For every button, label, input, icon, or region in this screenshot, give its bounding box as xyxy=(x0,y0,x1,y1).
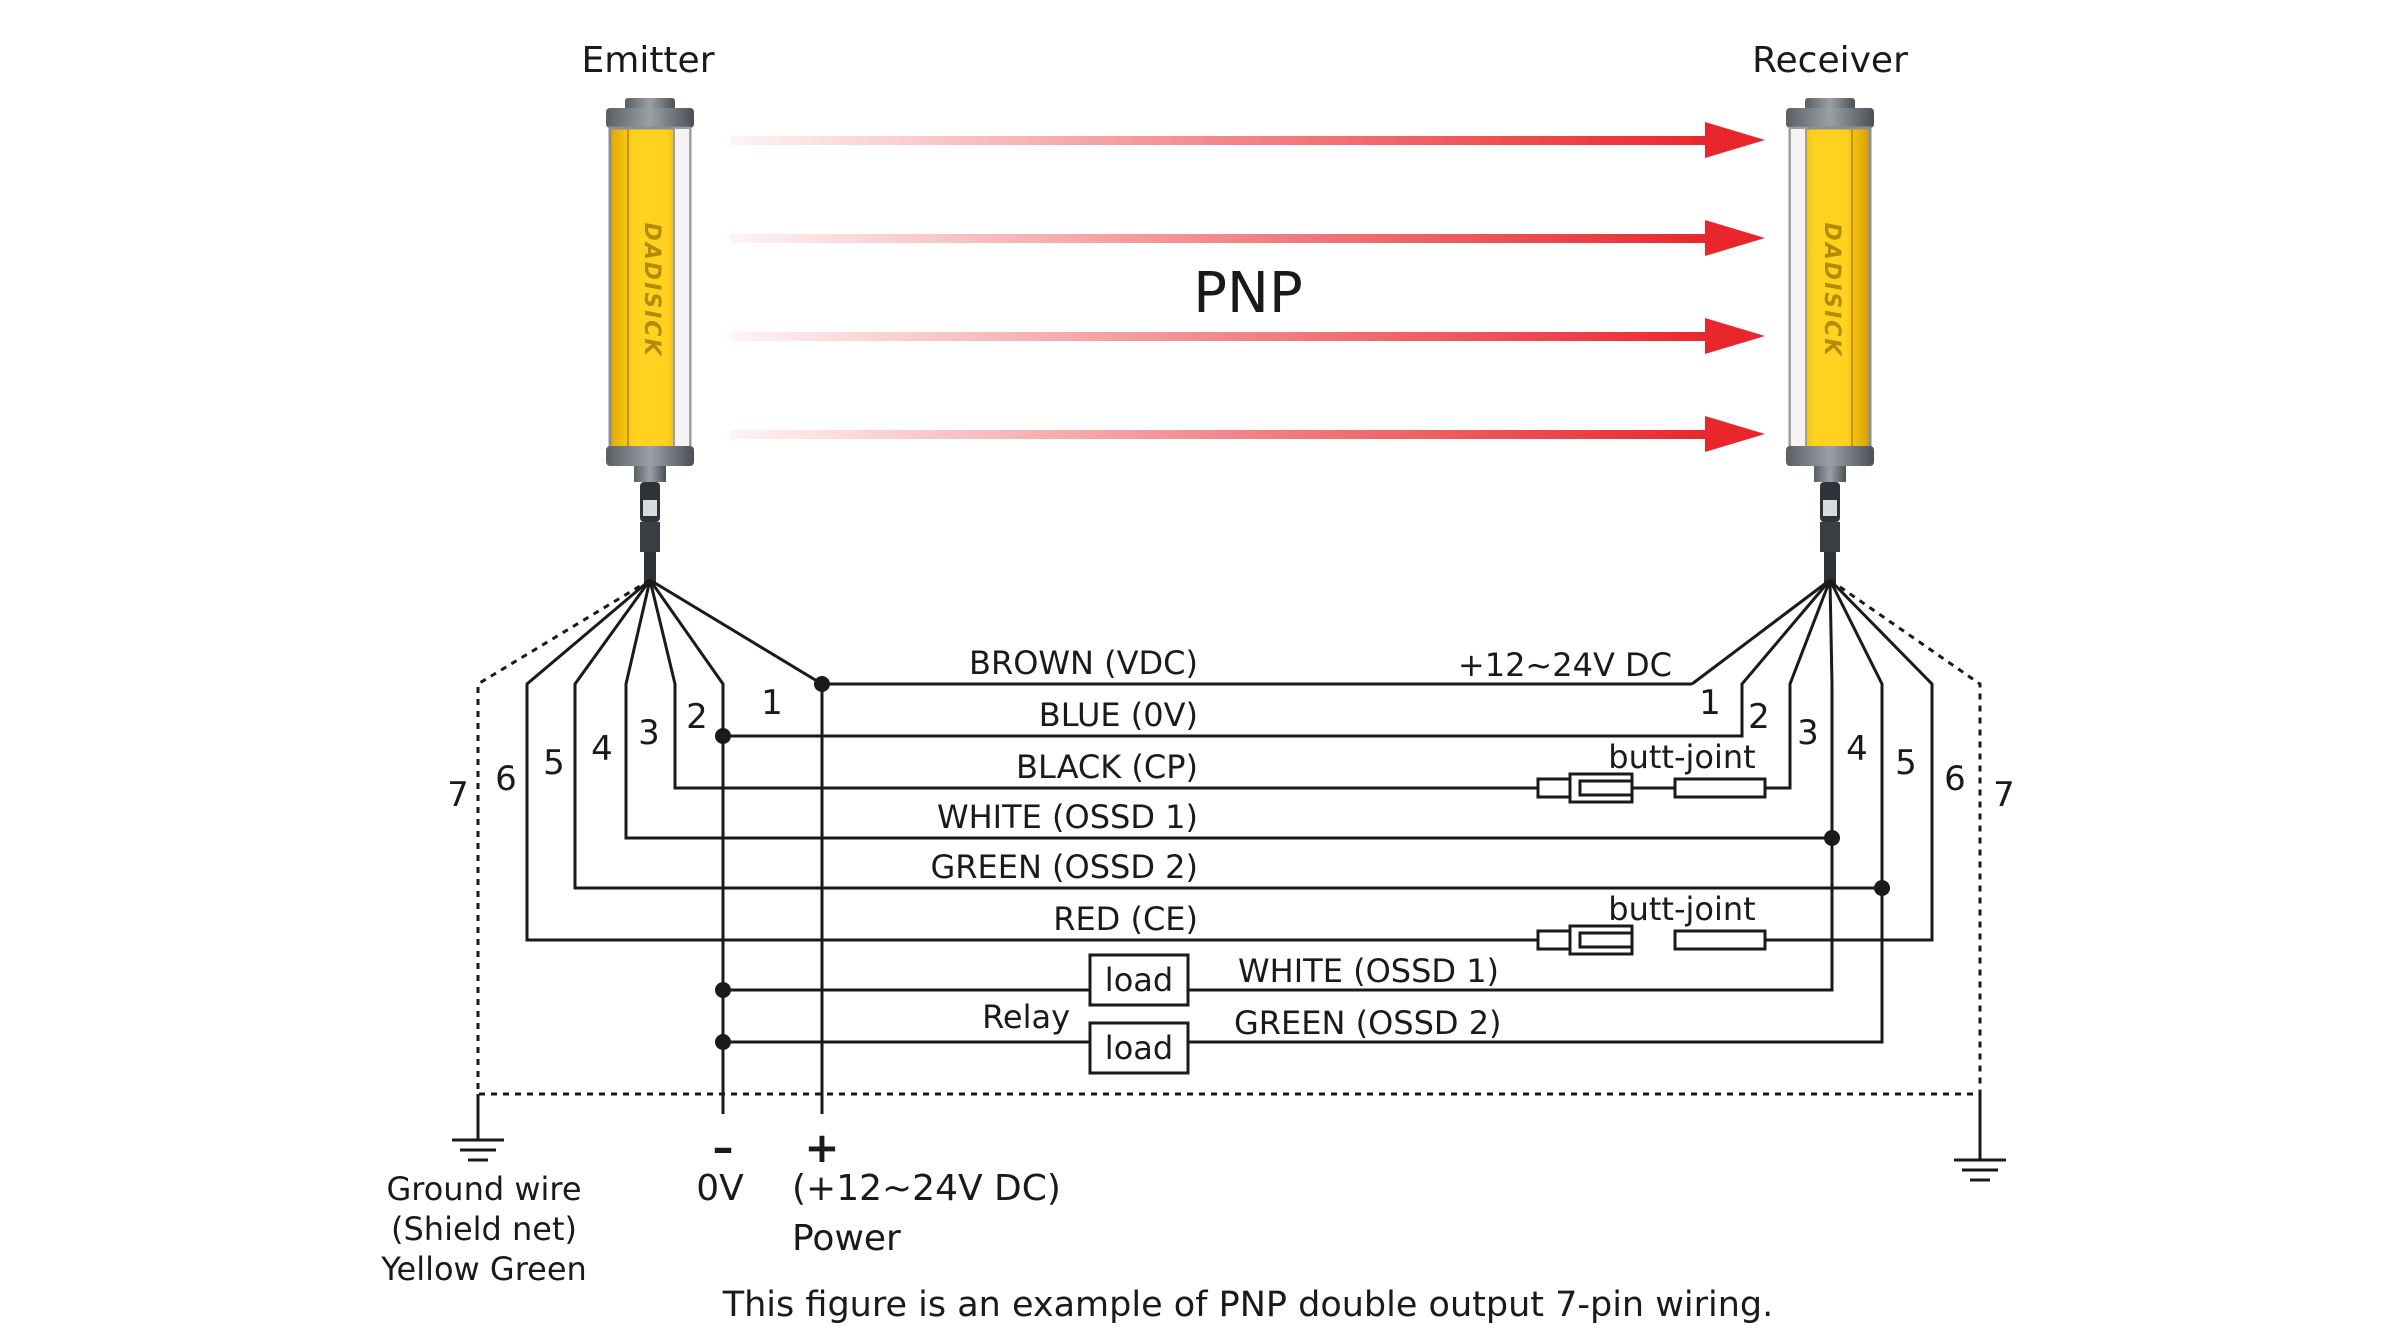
beam-3 xyxy=(730,332,1715,341)
receiver-wires xyxy=(723,578,1982,1114)
receiver-pin-7: 7 xyxy=(1993,775,2015,815)
load-box-1 xyxy=(1088,953,1190,1007)
receiver-pin-3: 3 xyxy=(1797,713,1819,753)
beam-1-arrowhead xyxy=(1705,122,1765,158)
beam-4 xyxy=(730,430,1715,439)
receiver-pin-6: 6 xyxy=(1944,759,1966,799)
butt-joint-label-2: butt-joint xyxy=(1608,890,1755,928)
wire-label-red: RED (CE) xyxy=(1053,900,1198,938)
receiver-wire-2 xyxy=(723,579,1832,738)
emitter-wire-2 xyxy=(648,579,725,1114)
relay-wire-label-1: WHITE (OSSD 1) xyxy=(1238,952,1499,990)
receiver-brand: DADISICK xyxy=(1819,223,1844,358)
power-voltage-label: (+12~24V DC) xyxy=(792,1168,1061,1209)
wire-label-black: BLACK (CP) xyxy=(1016,748,1198,786)
receiver-wire-3 xyxy=(1765,579,1832,790)
butt-joint-label-1: butt-joint xyxy=(1608,738,1755,776)
emitter-wire-5 xyxy=(573,579,1882,890)
diagram-title: PNP xyxy=(1193,261,1302,326)
receiver-pin-1: 1 xyxy=(1699,683,1721,723)
receiver-pin-2: 2 xyxy=(1748,697,1770,737)
ground-label-line-1: Ground wire xyxy=(386,1170,581,1208)
ground-label-line-3: Yellow Green xyxy=(380,1250,587,1288)
ground-symbol-left xyxy=(452,1094,504,1162)
load-label-2: load xyxy=(1105,1029,1173,1067)
plus-sign: + xyxy=(804,1123,839,1172)
relay-wire-label-2: GREEN (OSSD 2) xyxy=(1234,1004,1502,1042)
wire-label-white: WHITE (OSSD 1) xyxy=(937,798,1198,836)
load-box-2 xyxy=(1088,1021,1190,1075)
emitter-pin-6: 6 xyxy=(495,759,517,799)
receiver-wire-5 xyxy=(1188,579,1884,1044)
emitter-device: DADISICK xyxy=(606,98,694,584)
relay-label: Relay xyxy=(982,998,1070,1036)
zero-v-label: 0V xyxy=(696,1168,744,1209)
ground-symbol-right xyxy=(1954,1094,2006,1182)
beam-3-arrowhead xyxy=(1705,318,1765,354)
emitter-wire-3 xyxy=(648,579,1740,790)
emitter-pin-1: 1 xyxy=(761,683,783,723)
minus-sign: – xyxy=(713,1123,734,1172)
wire-label-green: GREEN (OSSD 2) xyxy=(930,848,1198,886)
emitter-label: Emitter xyxy=(582,40,715,81)
supply-voltage-label: +12~24V DC xyxy=(1458,646,1672,684)
emitter-pin-2: 2 xyxy=(686,697,708,737)
emitter-pin-7: 7 xyxy=(447,775,469,815)
emitter-wire-6 xyxy=(525,578,1538,942)
beam-2 xyxy=(730,234,1715,243)
emitter-pin-5: 5 xyxy=(543,743,565,783)
receiver-pin-4: 4 xyxy=(1846,729,1868,769)
receiver-wire-7-shield xyxy=(1829,578,1982,1094)
receiver-pin-5: 5 xyxy=(1895,743,1917,783)
beam-2-arrowhead xyxy=(1705,220,1765,256)
receiver-label: Receiver xyxy=(1752,40,1908,81)
junction-dots xyxy=(715,676,1890,1050)
beam-1 xyxy=(730,136,1715,145)
light-beams xyxy=(730,122,1765,452)
butt-joint-connector-2 xyxy=(1536,924,1767,956)
butt-joint-connector-1 xyxy=(1536,772,1767,804)
wire-label-brown: BROWN (VDC) xyxy=(969,644,1198,682)
beam-4-arrowhead xyxy=(1705,416,1765,452)
emitter-wires xyxy=(476,578,1980,1114)
emitter-brand: DADISICK xyxy=(639,223,664,358)
receiver-device: DADISICK xyxy=(1786,98,1874,584)
wire-label-blue: BLUE (0V) xyxy=(1039,696,1198,734)
emitter-pin-4: 4 xyxy=(591,729,613,769)
emitter-pin-3: 3 xyxy=(638,713,660,753)
receiver-wire-1 xyxy=(1691,578,1831,686)
receiver-wire-6 xyxy=(1765,578,1934,942)
load-label-1: load xyxy=(1105,961,1173,999)
emitter-wire-4 xyxy=(624,579,1832,840)
caption: This figure is an example of PNP double … xyxy=(722,1285,1773,1325)
power-label: Power xyxy=(792,1218,901,1259)
emitter-wire-7-shield xyxy=(476,578,1980,1096)
ground-label-line-2: (Shield net) xyxy=(391,1210,577,1248)
